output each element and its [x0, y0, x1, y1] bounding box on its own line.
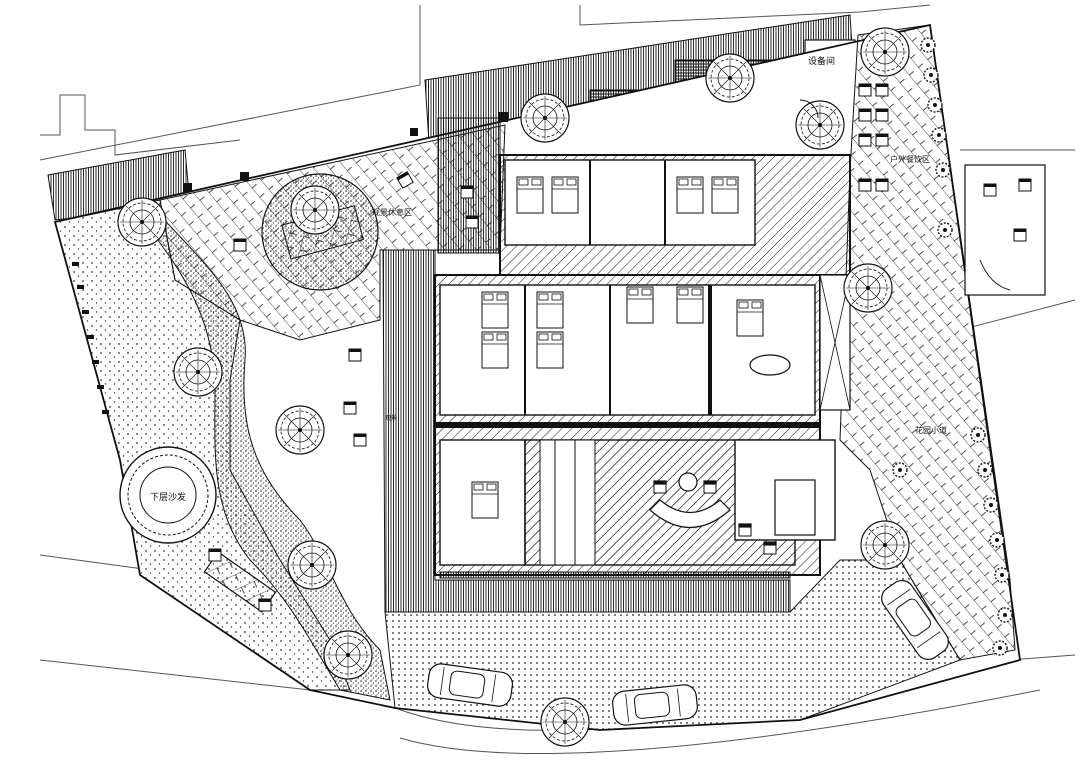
label-viewing-deck: 观景休息区 [372, 207, 412, 217]
lawn-bollards [72, 262, 109, 414]
door-swing [799, 99, 819, 119]
label-lower-sofa: 下层沙发 [150, 491, 186, 503]
east-neighbor [964, 164, 1046, 296]
label-garden-path: 花园小道 [915, 425, 947, 435]
lower-sofa-circle [119, 446, 217, 544]
west-deck [382, 249, 791, 613]
sunken-lounge [261, 173, 379, 291]
dining-table [203, 548, 277, 613]
south-forecourt [384, 559, 961, 731]
lounge-furniture [649, 354, 816, 555]
south-window-strip [439, 571, 791, 579]
label-outdoor-dining: 户外餐饮区 [890, 154, 930, 164]
label-equipment-room: 设备间 [808, 55, 835, 67]
boundary-posts [183, 112, 508, 192]
label-corridor-sign: 观景 [385, 415, 397, 422]
stair [539, 439, 596, 566]
